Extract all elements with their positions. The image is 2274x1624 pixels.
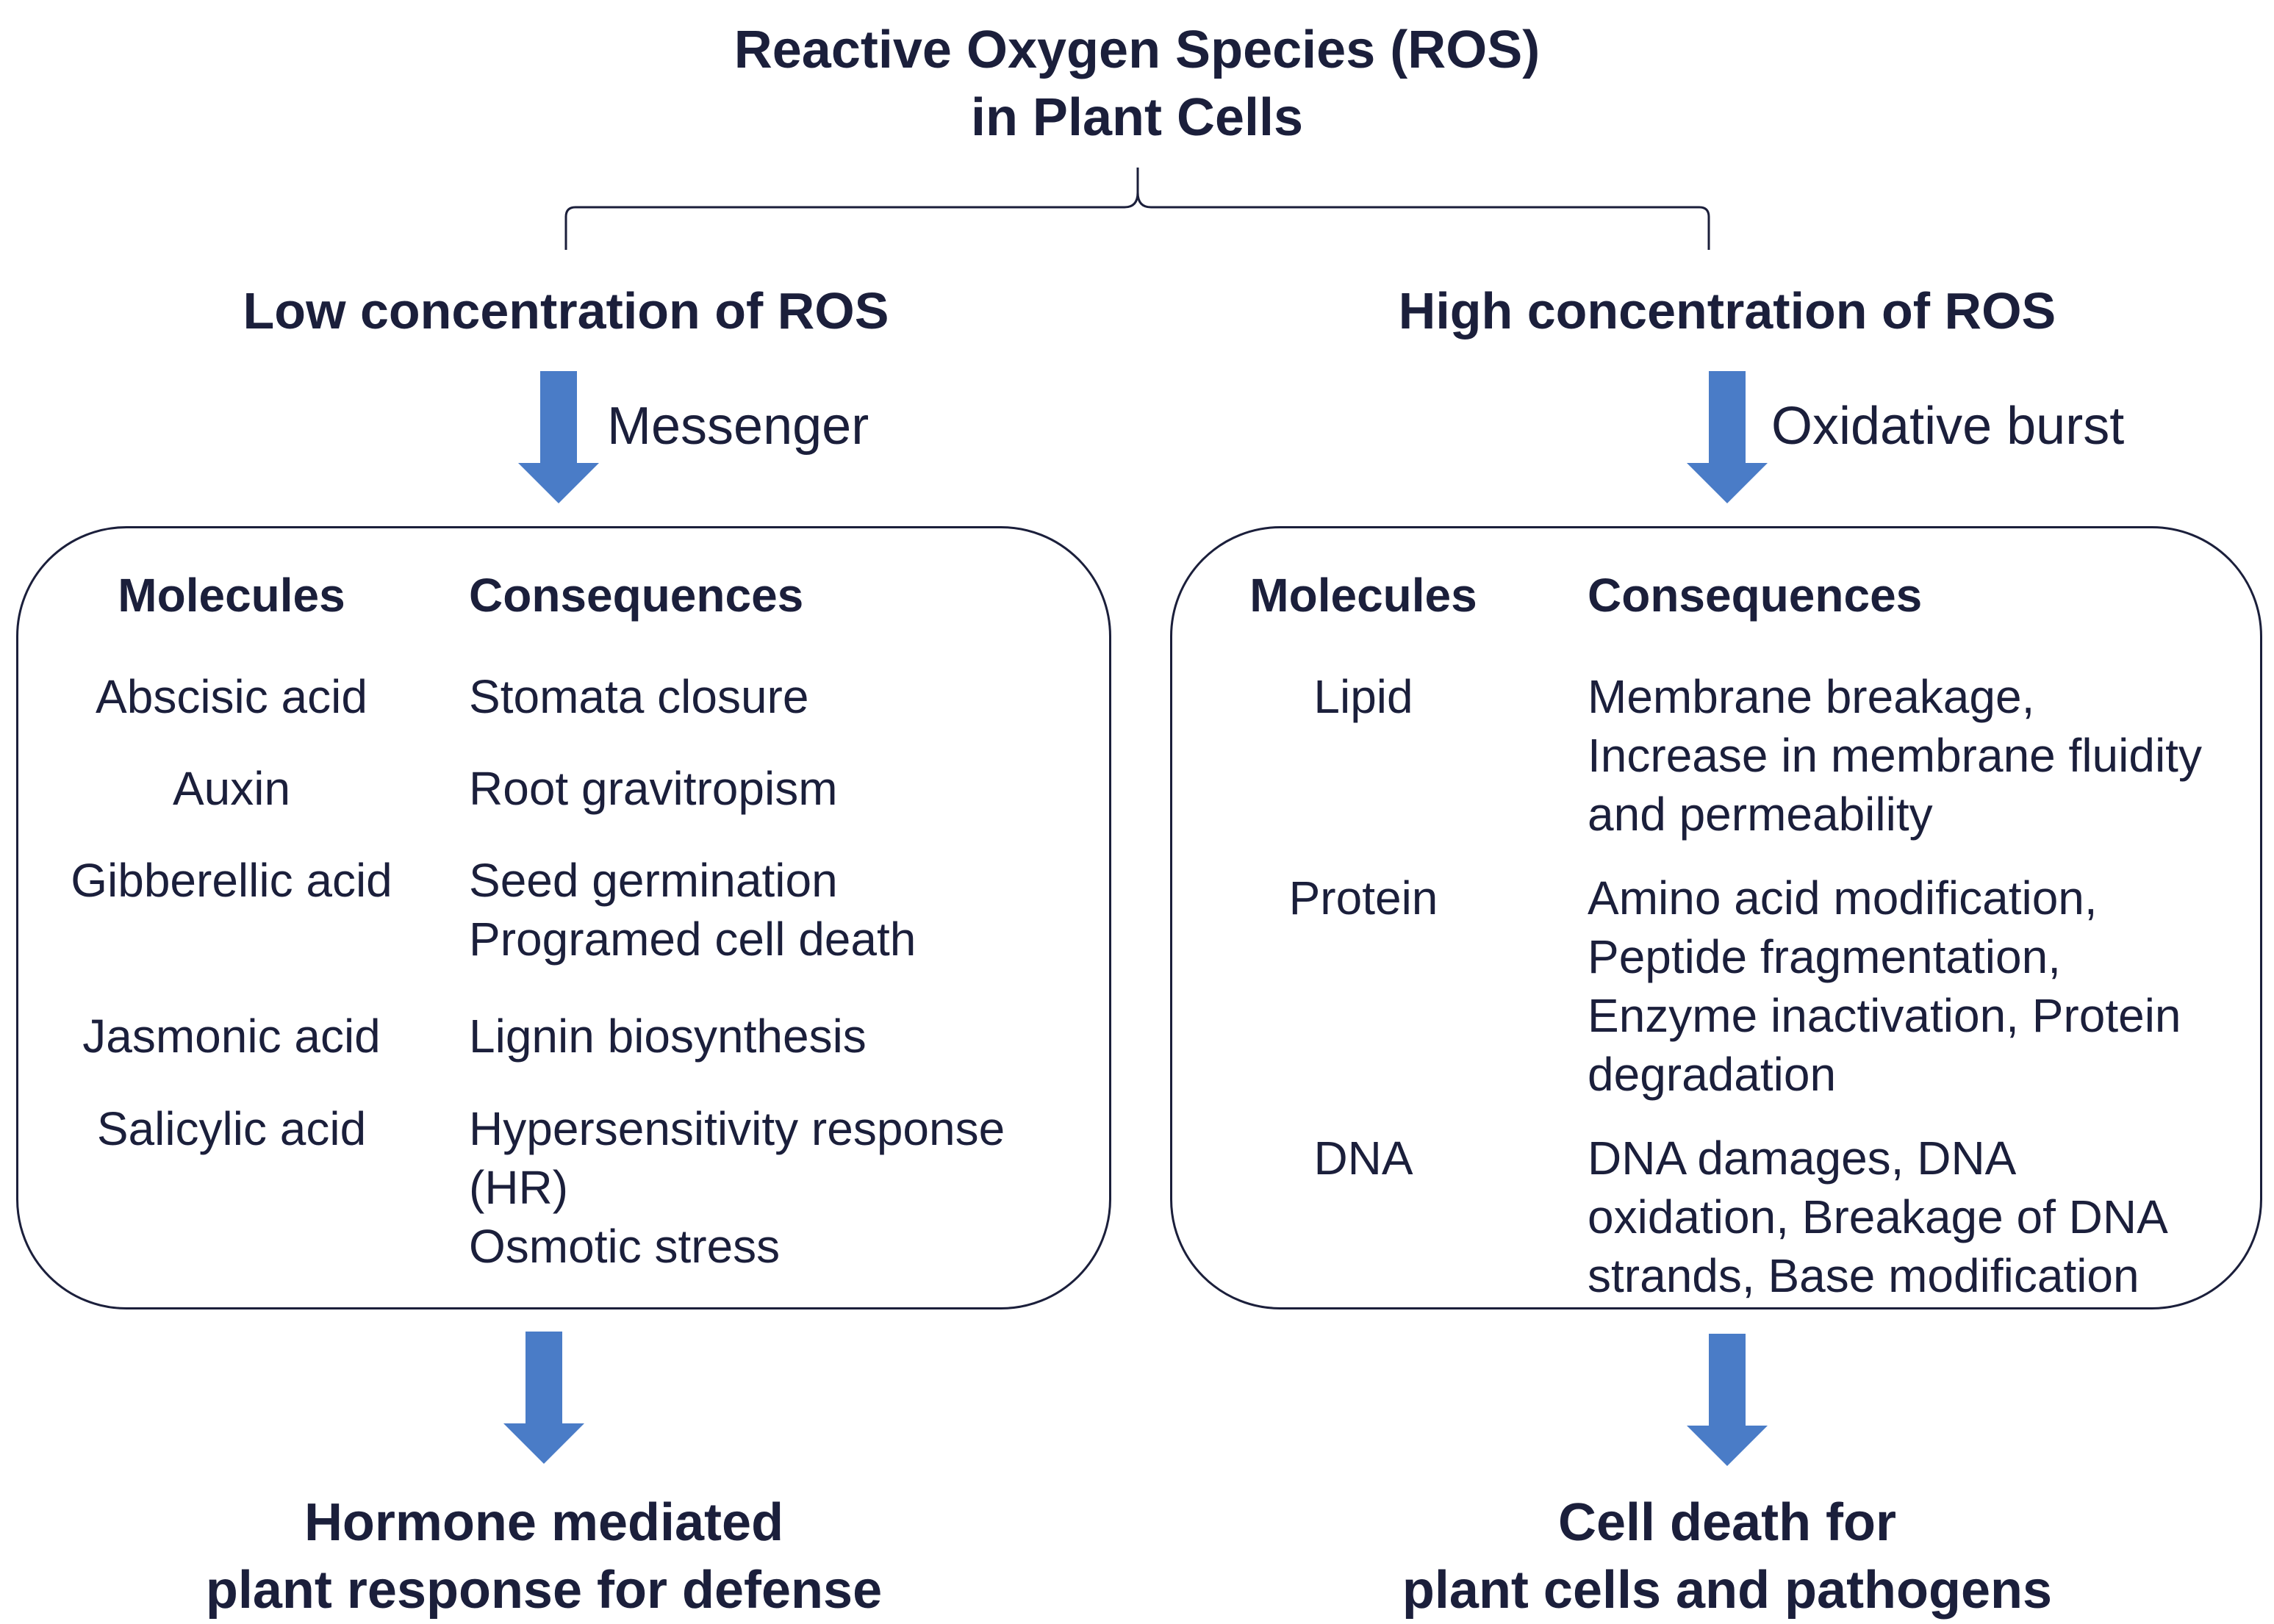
consequence-line: Stomata closure <box>469 670 809 723</box>
consequence-salicylic-acid: Hypersensitivity response (HR) Osmotic s… <box>469 1099 1005 1276</box>
consequence-line: Membrane breakage, <box>1588 670 2035 723</box>
arrow-down-icon <box>1687 371 1768 503</box>
molecule-auxin: Auxin <box>172 762 291 815</box>
molecule-dna: DNA <box>1313 1132 1413 1185</box>
brace-path <box>564 168 1710 250</box>
outcome-line-1: Cell death for <box>1557 1493 1897 1552</box>
consequence-line: Enzyme inactivation, Protein <box>1588 989 2181 1042</box>
high-ros-heading: High concentration of ROS <box>1398 282 2056 339</box>
arrow-down-icon <box>1687 1334 1768 1466</box>
consequence-line: Amino acid modification, <box>1588 872 2098 924</box>
consequence-line: Osmotic stress <box>469 1220 781 1273</box>
consequence-line: Increase in membrane fluidity <box>1588 729 2202 782</box>
consequence-line: Root gravitropism <box>469 762 838 815</box>
consequence-lipid: Membrane breakage, Increase in membrane … <box>1588 667 2202 844</box>
high-ros-box <box>1170 526 2262 1309</box>
outcome-line-1: Hormone mediated <box>304 1493 784 1552</box>
consequence-line: Peptide fragmentation, <box>1588 930 2061 983</box>
high-molecules-header: Molecules <box>1249 569 1477 622</box>
molecule-abscisic-acid: Abscisic acid <box>96 670 367 723</box>
arrow-shape <box>518 371 599 503</box>
molecule-lipid: Lipid <box>1313 670 1413 723</box>
high-ros-outcome: Cell death for plant cells and pathogens <box>1176 1489 2274 1624</box>
title-line-1: Reactive Oxygen Species (ROS) <box>734 21 1540 79</box>
oxidative-burst-label: Oxidative burst <box>1771 397 2125 456</box>
high-consequences-header: Consequences <box>1588 569 1923 622</box>
molecule-jasmonic-acid: Jasmonic acid <box>82 1010 381 1063</box>
low-consequences-header: Consequences <box>469 569 804 622</box>
low-molecules-header: Molecules <box>118 569 345 622</box>
consequence-gibberellic-acid: Seed germination Programed cell death <box>469 851 916 969</box>
consequence-auxin: Root gravitropism <box>469 759 838 818</box>
outcome-line-2: plant cells and pathogens <box>1402 1561 2053 1620</box>
arrow-shape <box>1687 371 1768 503</box>
messenger-label: Messenger <box>607 397 869 456</box>
consequence-line: Seed germination <box>469 854 838 907</box>
molecule-protein: Protein <box>1288 872 1438 924</box>
consequence-line: and permeability <box>1588 788 1933 841</box>
consequence-abscisic-acid: Stomata closure <box>469 667 808 726</box>
molecule-salicylic-acid: Salicylic acid <box>96 1102 367 1155</box>
consequence-jasmonic-acid: Lignin biosynthesis <box>469 1007 867 1066</box>
low-ros-box <box>16 526 1111 1309</box>
arrow-shape <box>1687 1334 1768 1466</box>
consequence-line: (HR) <box>469 1161 569 1214</box>
arrow-down-icon <box>503 1332 584 1464</box>
low-ros-heading: Low concentration of ROS <box>243 282 889 339</box>
title-line-2: in Plant Cells <box>970 88 1304 147</box>
arrow-shape <box>503 1332 584 1464</box>
consequence-line: Lignin biosynthesis <box>469 1010 867 1063</box>
low-ros-outcome: Hormone mediated plant response for defe… <box>0 1489 1088 1624</box>
molecule-gibberellic-acid: Gibberellic acid <box>71 854 392 907</box>
diagram-title: Reactive Oxygen Species (ROS) in Plant C… <box>0 16 2274 151</box>
outcome-line-2: plant response for defense <box>205 1561 883 1620</box>
arrow-down-icon <box>518 371 599 503</box>
consequence-protein: Amino acid modification, Peptide fragmen… <box>1588 869 2181 1104</box>
branch-brace <box>564 168 1710 250</box>
consequence-dna: DNA damages, DNA oxidation, Breakage of … <box>1588 1129 2168 1305</box>
consequence-line: DNA damages, DNA <box>1588 1132 2017 1185</box>
consequence-line: Hypersensitivity response <box>469 1102 1005 1155</box>
consequence-line: degradation <box>1588 1048 1837 1101</box>
consequence-line: Programed cell death <box>469 913 917 966</box>
consequence-line: strands, Base modification <box>1588 1249 2140 1302</box>
consequence-line: oxidation, Breakage of DNA <box>1588 1190 2168 1243</box>
